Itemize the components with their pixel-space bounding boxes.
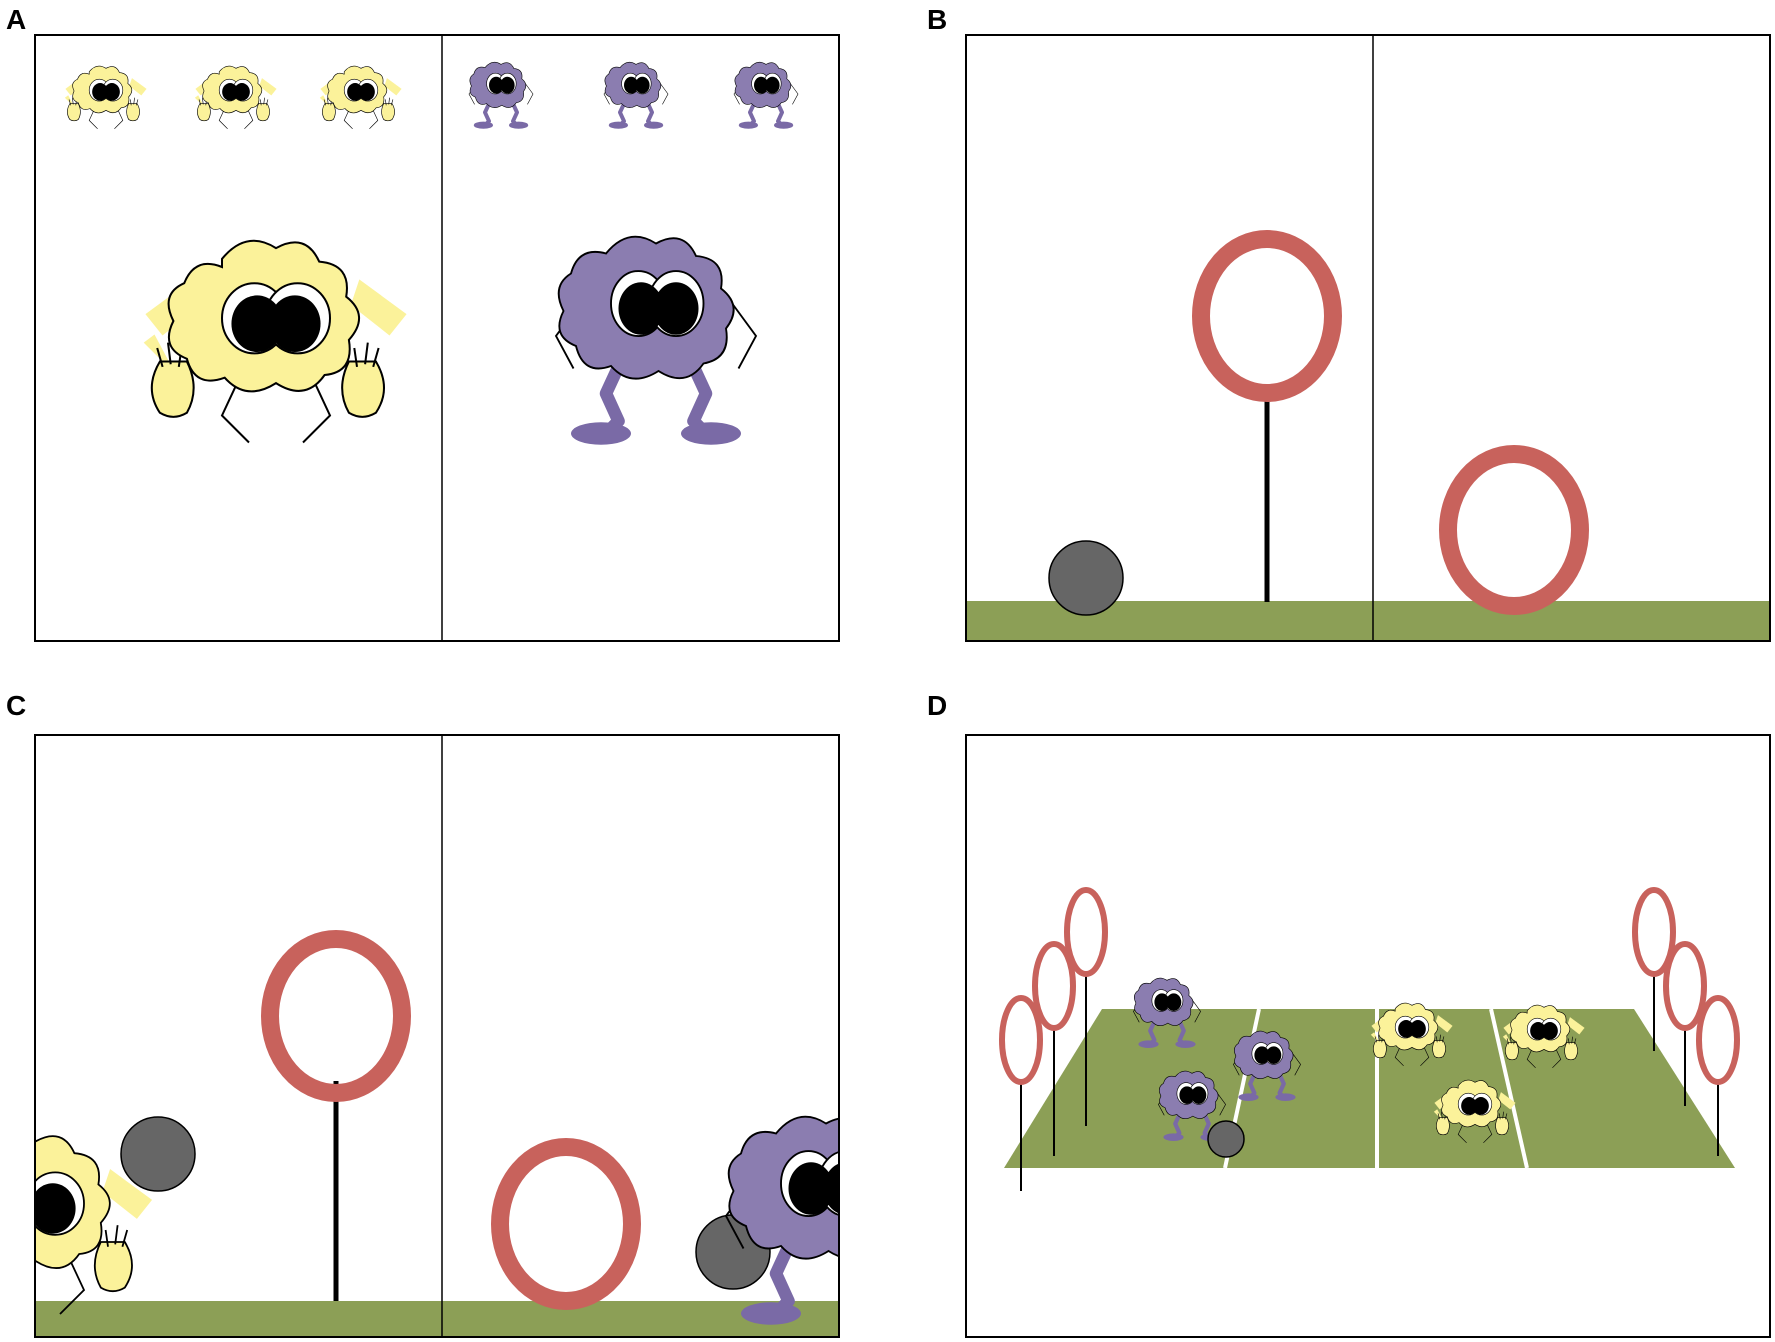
panel-label-c: C (6, 690, 27, 721)
yellow-creature-small (194, 65, 277, 130)
hoop-on-pole (1192, 230, 1342, 402)
hoop-left-2 (1032, 941, 1076, 1031)
field-line (1489, 1008, 1529, 1169)
hoop-right-3 (1696, 995, 1740, 1085)
purple-creature-large (556, 237, 756, 445)
ball (1207, 1120, 1245, 1158)
panel-a-characters (34, 34, 840, 642)
hoop-left-3 (1064, 887, 1108, 977)
hoop-on-pole (261, 930, 411, 1102)
panel-label-a: A (6, 4, 27, 35)
purple-creature-small (604, 62, 668, 129)
ball (1048, 540, 1124, 616)
panel-d-field (965, 734, 1771, 1338)
yellow-creature-large (142, 239, 407, 444)
playing-field (1004, 1009, 1735, 1168)
purple-creature-carrying (726, 1117, 840, 1325)
hoop-left-1 (999, 995, 1043, 1085)
hoop-right-1 (1632, 887, 1676, 977)
panel-b-hoops (965, 34, 1771, 642)
panel-label-d: D (927, 690, 948, 721)
hoop-on-ground (491, 1138, 641, 1310)
yellow-creature-small (319, 65, 402, 130)
purple-creature-small (469, 62, 533, 129)
panel-label-b: B (927, 4, 948, 35)
hoop-on-ground (1439, 445, 1589, 615)
hoop-right-2 (1663, 941, 1707, 1031)
yellow-creature-small (64, 65, 147, 130)
grass-strip (36, 1301, 838, 1336)
panel-c-action (34, 734, 840, 1338)
ball (120, 1116, 196, 1192)
purple-creature-small (734, 62, 798, 129)
